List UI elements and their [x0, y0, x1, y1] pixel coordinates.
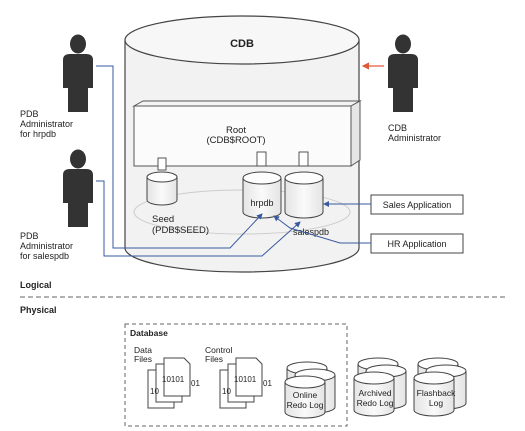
online-redo-line2: Redo Log	[287, 400, 324, 410]
hr-admin-line3: for hrpdb	[20, 129, 56, 139]
control-files-binary-c: 10	[222, 387, 231, 396]
root-label: Root	[226, 125, 246, 136]
seed-sublabel: (PDB$SEED)	[152, 225, 209, 236]
hr-app-connector	[273, 215, 371, 244]
person-icon-cdb-admin	[388, 34, 418, 112]
sales-admin-line3: for salespdb	[20, 251, 69, 261]
pdb-floor	[133, 189, 351, 235]
flashback-line1: Flashback	[417, 388, 456, 398]
control-files-line1: Control	[205, 345, 233, 355]
online-redo-log-icon	[284, 361, 336, 419]
database-title: Database	[130, 328, 168, 338]
root-container	[132, 100, 362, 167]
hr-admin-line2: Administrator	[20, 119, 73, 129]
control-files-binary-b: 01	[263, 379, 272, 388]
root-sublabel: (CDB$ROOT)	[206, 135, 265, 146]
data-files-binary-b: 01	[191, 379, 200, 388]
archived-redo-line1: Archived	[358, 388, 391, 398]
cdb-title: CDB	[230, 38, 254, 50]
data-files-line2: Files	[134, 354, 152, 364]
physical-label: Physical	[20, 305, 57, 315]
cdb-admin-line1: CDB	[388, 123, 407, 133]
logical-label: Logical	[20, 280, 52, 290]
hr-admin-connector	[96, 65, 263, 249]
data-files-icon	[147, 357, 191, 409]
control-files-binary-a: 10101	[234, 375, 257, 384]
sales-application-label: Sales Application	[383, 200, 452, 210]
flashback-log-icon	[413, 357, 467, 417]
salespdb-label: salespdb	[293, 227, 329, 237]
person-icon-hr-admin	[63, 34, 93, 112]
data-files-line1: Data	[134, 345, 152, 355]
database-frame	[124, 323, 348, 427]
seed-label: Seed	[152, 214, 174, 225]
sales-admin-connector	[96, 180, 301, 257]
sales-admin-line2: Administrator	[20, 241, 73, 251]
control-files-line2: Files	[205, 354, 223, 364]
data-files-binary-c: 10	[150, 387, 159, 396]
flashback-line2: Log	[429, 398, 443, 408]
salespdb-cylinder	[284, 151, 324, 219]
hr-application-label: HR Application	[387, 239, 446, 249]
control-files-icon	[219, 357, 263, 409]
seed-pdb	[146, 157, 178, 206]
person-icon-sales-admin	[63, 149, 93, 227]
data-files-binary-a: 10101	[162, 375, 185, 384]
cdb-admin-line2: Administrator	[388, 133, 441, 143]
online-redo-line1: Online	[293, 390, 318, 400]
hr-admin-line1: PDB	[20, 109, 39, 119]
archived-redo-line2: Redo Log	[357, 398, 394, 408]
archived-redo-log-icon	[353, 357, 407, 417]
sales-admin-line1: PDB	[20, 231, 39, 241]
hrpdb-label: hrpdb	[250, 198, 273, 208]
